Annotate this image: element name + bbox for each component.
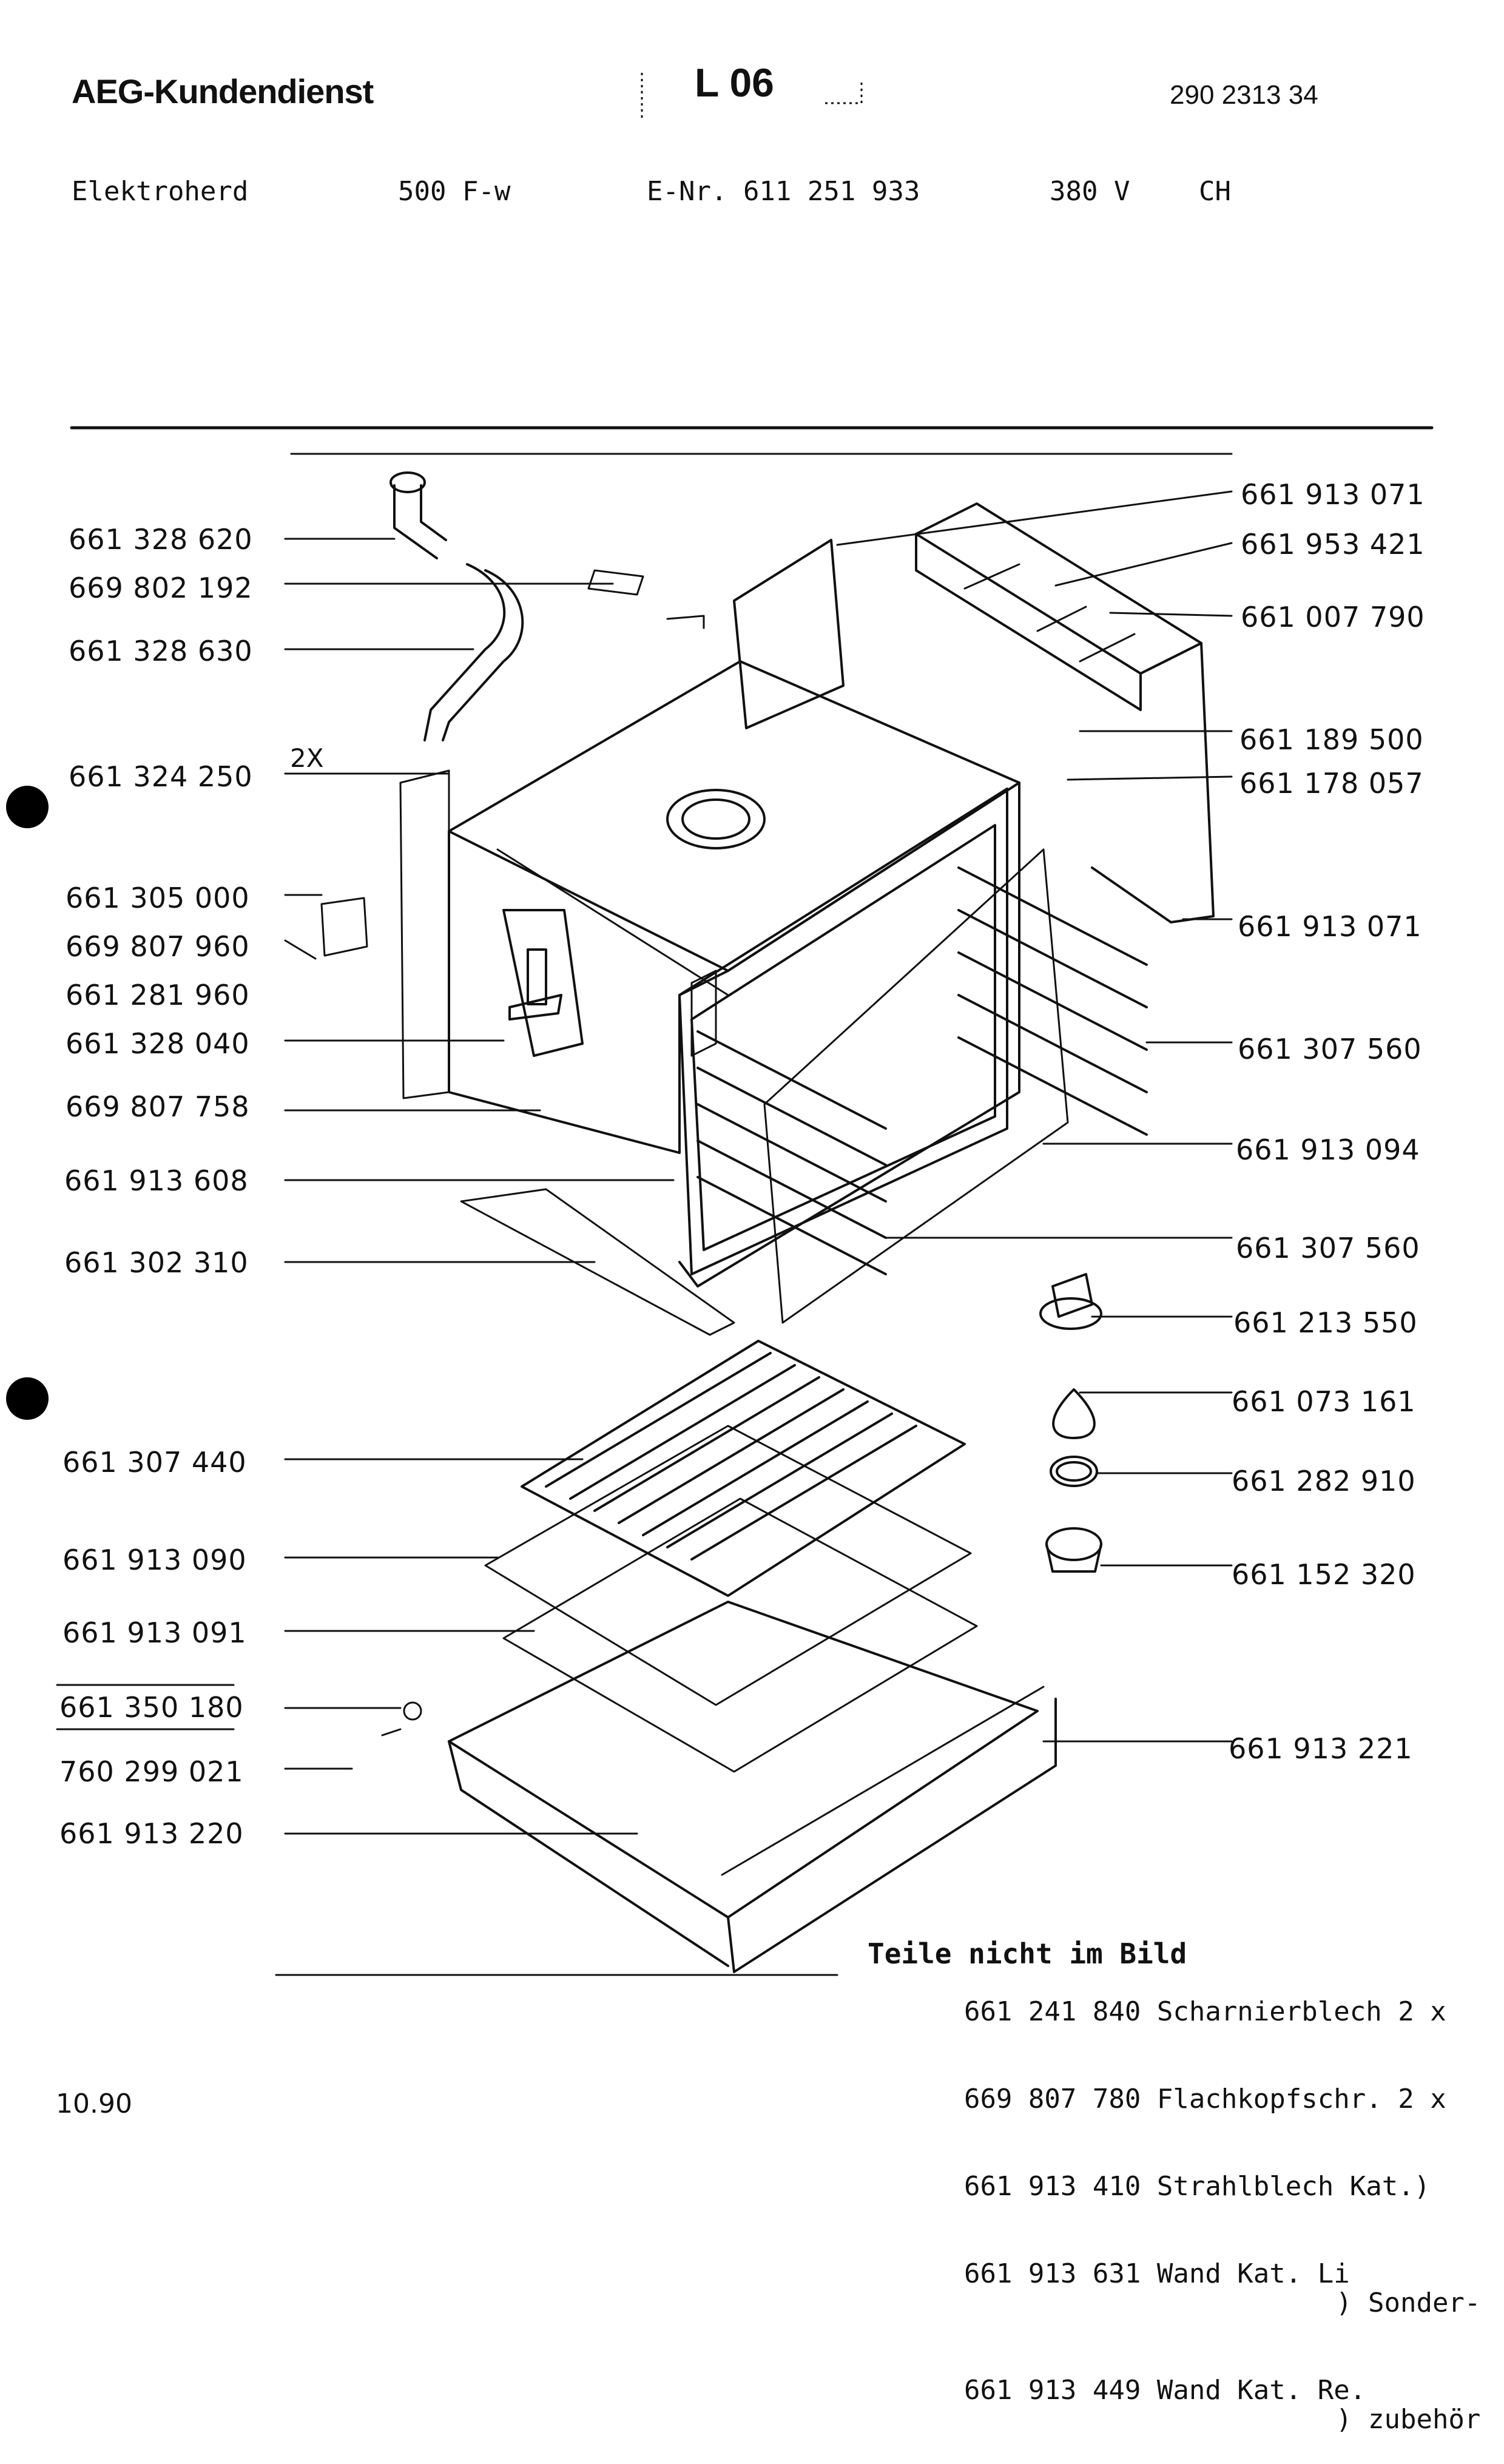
- note-row: 661 913 631 Wand Kat. Li ) Sonder-: [868, 2230, 1480, 2347]
- part-number-label: 661 328 630: [69, 635, 253, 667]
- note-description: Flachkopfschr. 2 x: [1156, 2084, 1446, 2115]
- baking-tray-2: [502, 1497, 978, 1773]
- part-number-label: 760 299 021: [59, 1755, 244, 1788]
- section-code-bracket: [641, 73, 863, 118]
- right-leader-lines: [836, 490, 1233, 1743]
- part-number-label: 661 307 440: [62, 1446, 247, 1479]
- bottom-heater: [460, 1188, 735, 1336]
- part-number-label: 661 324 250: [69, 760, 253, 793]
- part-number-label: 661 281 960: [66, 979, 250, 1011]
- note-row: 669 807 780 Flachkopfschr. 2 x: [868, 2056, 1446, 2143]
- quantity-mark: 2X: [290, 743, 324, 773]
- exploded-view-drawing: [56, 73, 1434, 1976]
- part-number-label: 661 328 040: [66, 1027, 250, 1060]
- oven-lamp-parts: [1039, 1273, 1102, 1573]
- part-number-label: 661 913 091: [62, 1616, 247, 1649]
- note-row: 661 913 410 Strahlblech Kat.): [868, 2143, 1446, 2230]
- part-number-label: 661 350 180: [59, 1691, 244, 1724]
- note-suffix: ) zubehör: [1336, 2404, 1481, 2435]
- note-description: Wand Kat. Re.: [1156, 2375, 1366, 2406]
- note-description: Wand Kat. Li: [1156, 2258, 1350, 2289]
- note-part-number: 661 913 449: [963, 2375, 1141, 2406]
- part-number-label: 661 307 560: [1236, 1232, 1420, 1264]
- part-number-label: 661 189 500: [1239, 723, 1424, 756]
- part-number-label: 669 807 960: [66, 930, 250, 963]
- part-number-label: 661 328 620: [69, 523, 253, 556]
- note-part-number: 661 913 631: [963, 2258, 1141, 2289]
- grill-rack: [521, 1340, 966, 1597]
- brand-title: AEG-Kundendienst: [72, 72, 374, 110]
- notes-title: Teile nicht im Bild: [868, 1937, 1187, 1970]
- part-number-label: 661 305 000: [66, 882, 250, 914]
- note-part-number: 661 913 410: [963, 2171, 1141, 2202]
- part-number-label: 669 807 758: [66, 1090, 250, 1123]
- side-frame: [399, 769, 450, 1099]
- hole-punch-mark: [6, 1377, 49, 1420]
- part-number-label: 661 152 320: [1232, 1558, 1416, 1591]
- part-number-label: 661 913 220: [59, 1817, 244, 1850]
- bracket-part: [320, 897, 368, 957]
- note-description: Strahlblech Kat.): [1156, 2171, 1431, 2202]
- note-part-number: 661 241 840: [963, 1996, 1141, 2027]
- storage-drawer: [448, 1601, 1057, 1973]
- note-row: 661 241 840 Scharnierblech 2 x: [868, 1968, 1446, 2056]
- part-number-label: 669 802 192: [69, 572, 253, 604]
- note-suffix: ) Sonder-: [1336, 2287, 1481, 2318]
- oven-body: [448, 660, 1020, 1288]
- baking-tray: [484, 1425, 972, 1706]
- insulation-parts: [733, 502, 1215, 923]
- part-number-label: 661 913 071: [1238, 910, 1422, 943]
- note-description: Scharnierblech 2 x: [1156, 1996, 1446, 2027]
- oven-door-frame: [678, 788, 1148, 1324]
- parts-diagram-page: AEG-Kundendienst L 06 290 2313 34 Elektr…: [6, 60, 1480, 2434]
- part-number-label: 661 007 790: [1241, 601, 1425, 633]
- hole-punch-mark: [6, 786, 49, 828]
- parts-not-shown-list: Teile nicht im Bild 661 241 840 Scharnie…: [868, 1937, 1480, 2463]
- e-number: E-Nr. 611 251 933: [647, 176, 920, 207]
- country-code: CH: [1199, 176, 1231, 207]
- note-part-number: 669 807 780: [963, 2084, 1141, 2115]
- part-number-label: 661 213 550: [1233, 1306, 1418, 1339]
- part-number-label: 661 073 161: [1232, 1385, 1416, 1418]
- connection-pipe: [389, 471, 705, 741]
- screw-part: [403, 1701, 422, 1721]
- part-number-label: 661 913 090: [62, 1544, 247, 1576]
- note-row: 661 913 449 Wand Kat. Re. ) zubehör: [868, 2347, 1480, 2463]
- model-name: 500 F-w: [398, 176, 511, 207]
- appliance-type: Elektroherd: [72, 176, 249, 207]
- part-number-label: 661 913 221: [1229, 1732, 1413, 1765]
- footer-date: 10.90: [56, 2088, 132, 2119]
- voltage: 380 V: [1050, 176, 1130, 207]
- part-number-label: 661 913 608: [64, 1164, 249, 1197]
- section-code: L 06: [695, 60, 774, 105]
- part-number-label: 661 913 071: [1241, 478, 1425, 511]
- part-number-label: 661 307 560: [1238, 1033, 1422, 1065]
- document-number: 290 2313 34: [1170, 80, 1318, 110]
- part-number-label: 661 913 094: [1236, 1133, 1420, 1166]
- part-number-label: 661 282 910: [1232, 1465, 1416, 1497]
- left-leader-lines: [284, 538, 675, 1835]
- part-number-label: 661 302 310: [64, 1246, 249, 1279]
- part-number-label: 661 178 057: [1239, 767, 1424, 800]
- part-number-label: 661 953 421: [1241, 528, 1425, 561]
